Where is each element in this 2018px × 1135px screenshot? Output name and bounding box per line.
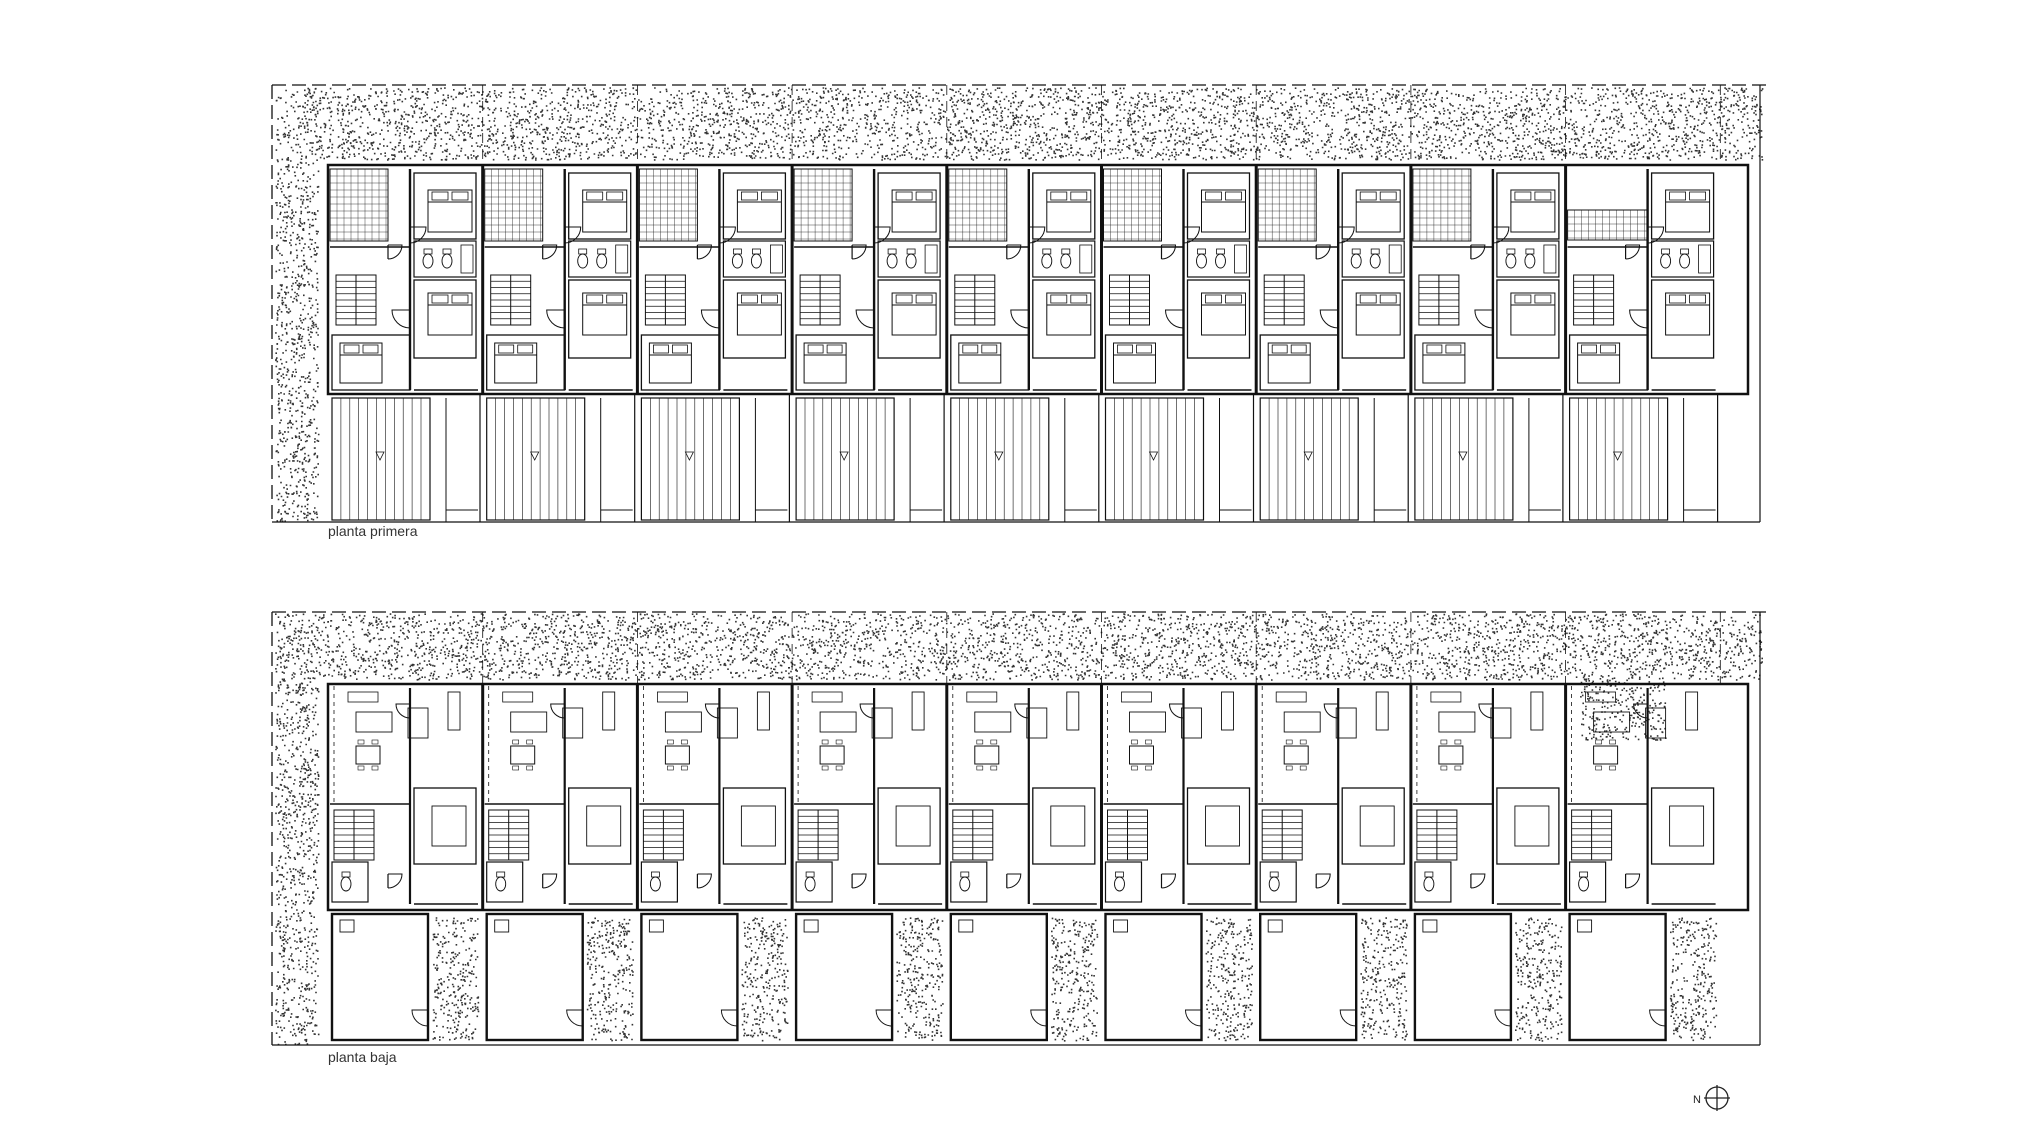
plan-first-floor bbox=[271, 84, 1768, 523]
plan-label-first-floor: planta primera bbox=[328, 523, 418, 539]
north-arrow: N bbox=[1693, 1085, 1730, 1111]
plan-ground-floor bbox=[271, 611, 1768, 1046]
north-label: N bbox=[1693, 1094, 1701, 1106]
plan-label-ground-floor: planta baja bbox=[328, 1049, 397, 1065]
